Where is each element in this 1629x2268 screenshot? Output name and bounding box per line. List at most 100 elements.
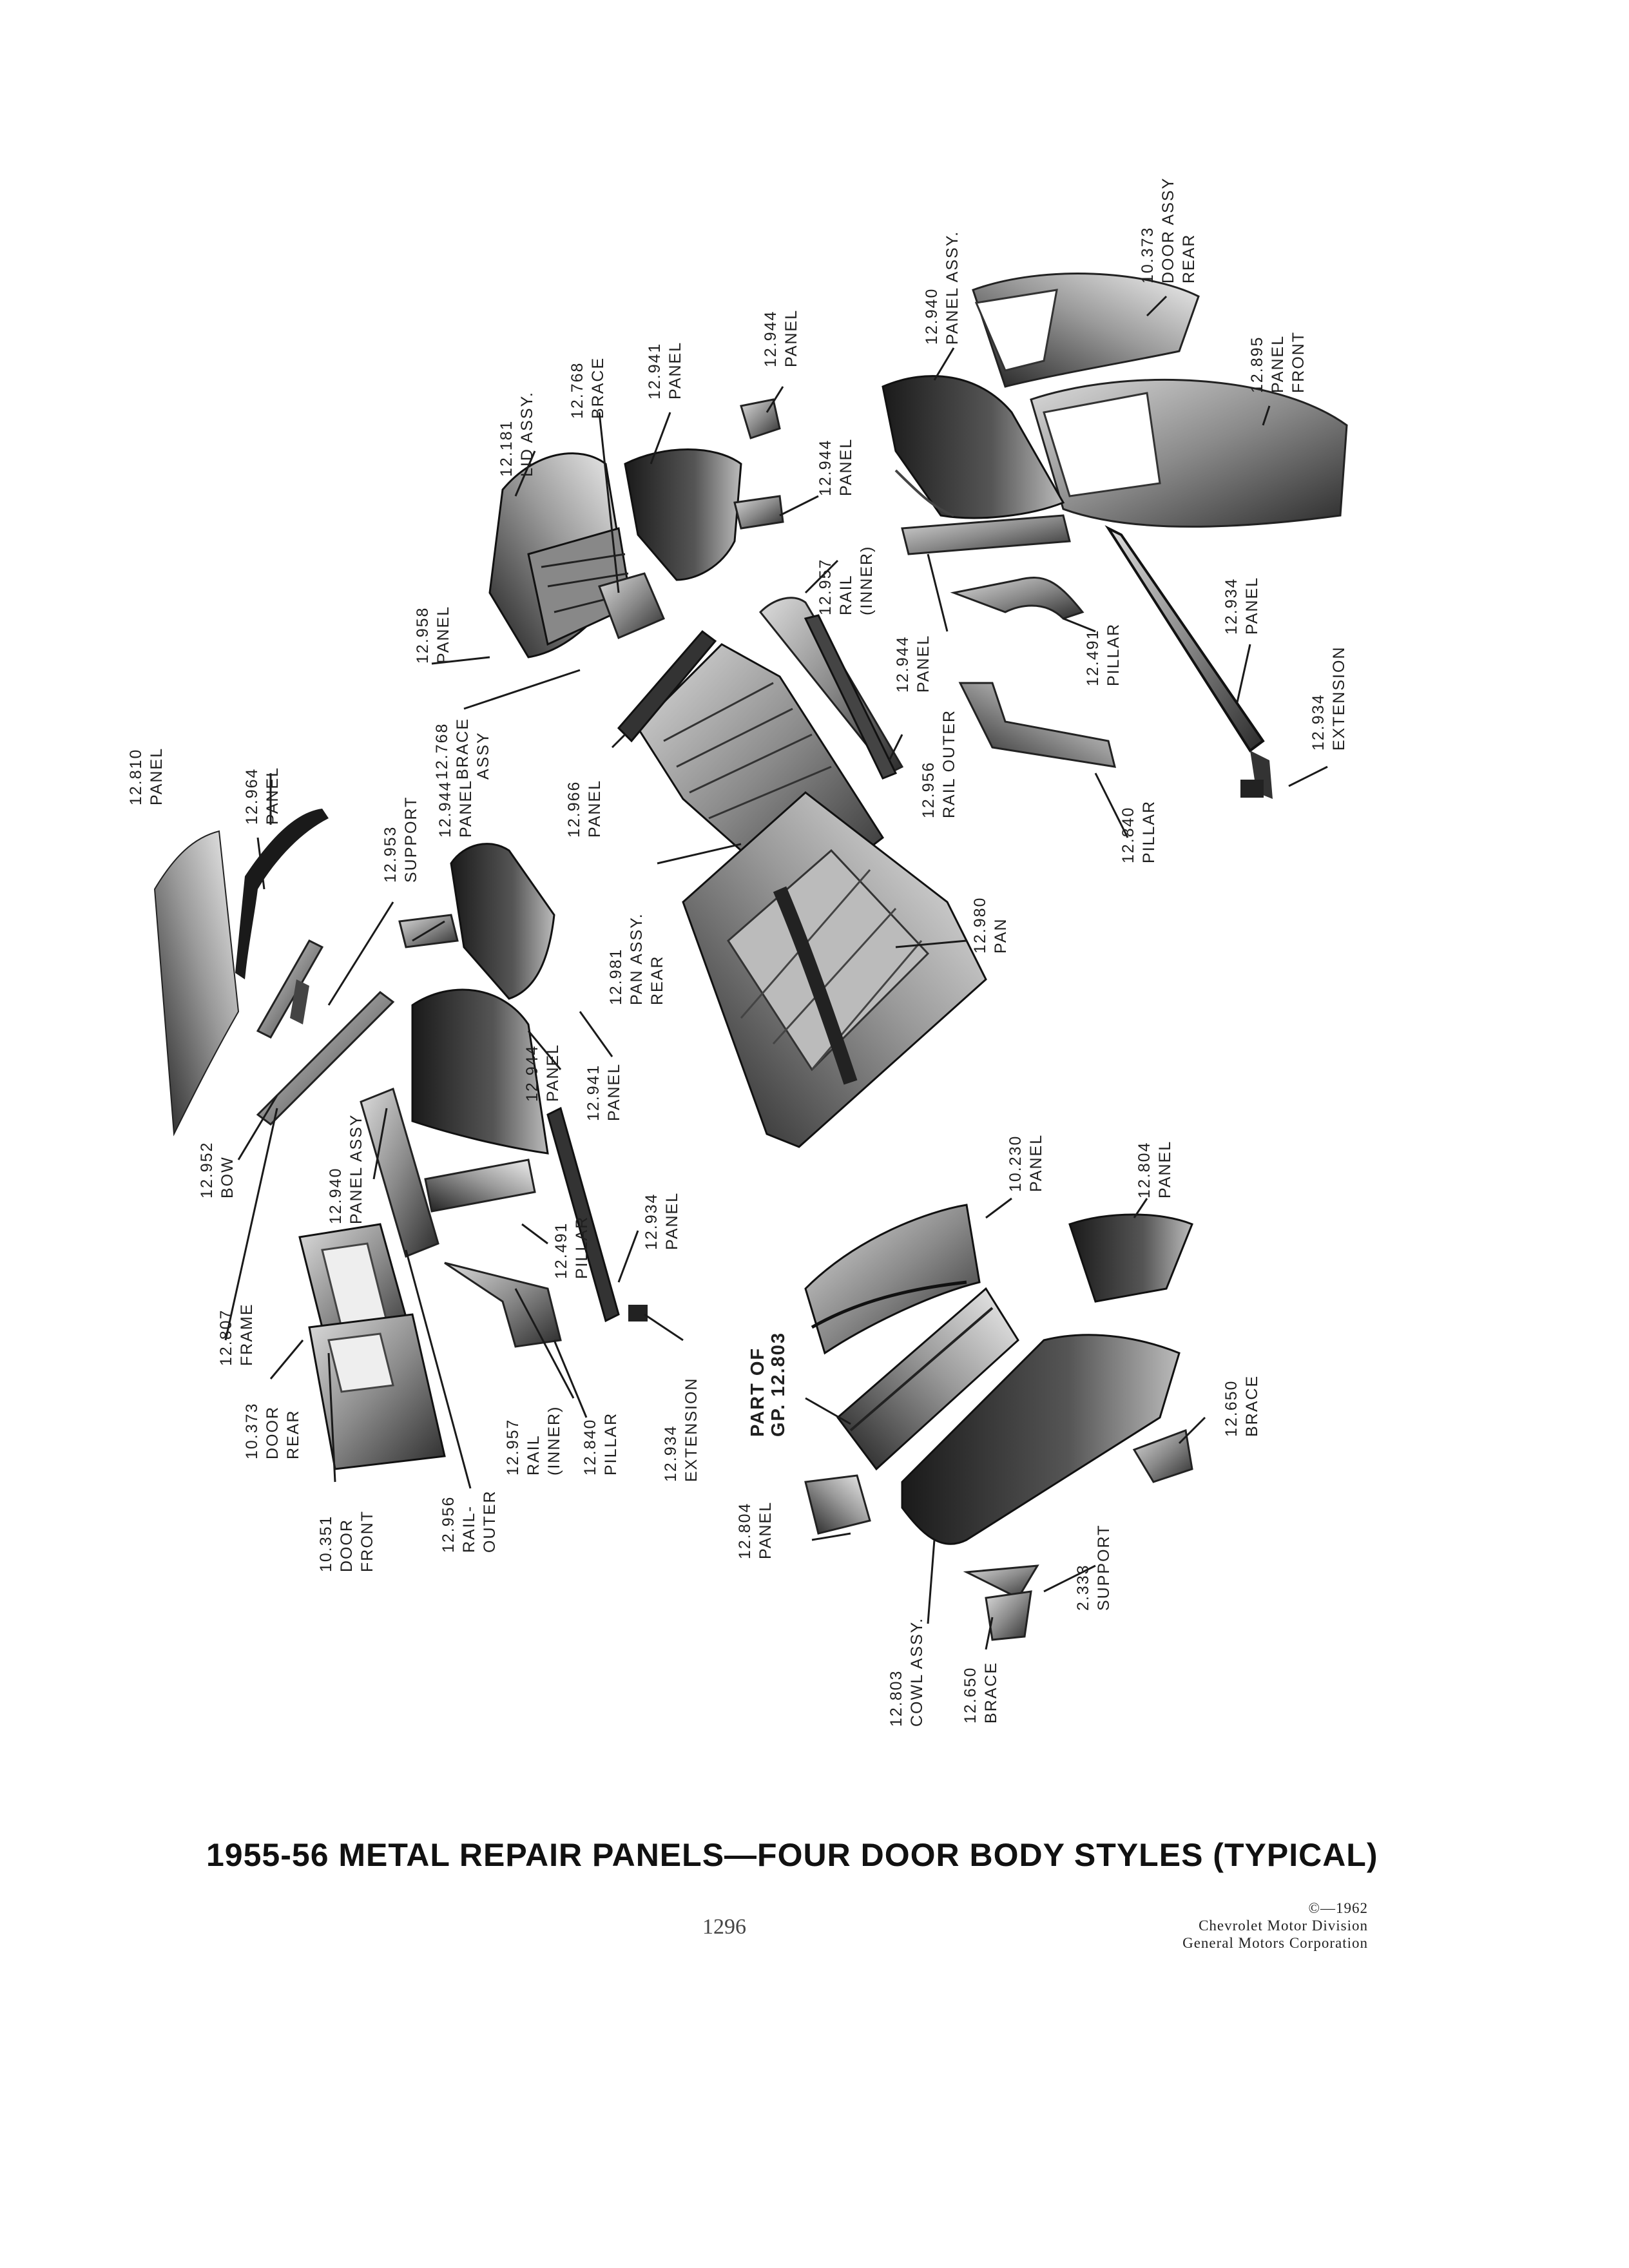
callout-number: 12.940 — [327, 1167, 345, 1224]
copyright-line: ©—1962 — [1308, 1900, 1368, 1916]
part-quarter-panel-left — [411, 988, 549, 1155]
callout-number: 12.807 — [217, 1309, 235, 1366]
callout-name: PANEL — [663, 1191, 681, 1250]
callout-bow-952: 12.952 BOW — [197, 1142, 238, 1198]
part-cowl-top — [804, 1204, 981, 1355]
callout-name: PILLAR — [573, 1215, 591, 1279]
part-brace-650-right — [1132, 1428, 1193, 1483]
callout-brace-top: 12.768 BRACE — [567, 357, 608, 419]
callout-pillar-840-low: 12.840 PILLAR — [580, 1412, 621, 1475]
callout-panel-941-low: 12.941 PANEL — [583, 1063, 624, 1121]
callout-panel-934-low: 12.934 PANEL — [641, 1192, 682, 1250]
callout-name-2: REAR — [284, 1409, 302, 1459]
part-pillar-low — [424, 1158, 562, 1348]
callout-number: 12.953 — [381, 825, 400, 883]
callout-extension-934-top: 12.934 EXTENSION — [1308, 646, 1349, 751]
callout-name: PANEL — [1156, 1140, 1174, 1198]
callout-door-assy-rear: 10.373 DOOR ASSY REAR — [1137, 177, 1199, 284]
callout-number: 12.966 — [565, 780, 583, 838]
callout-name: PANEL — [757, 1501, 775, 1559]
callout-number: 12.957 — [504, 1418, 522, 1475]
callout-name: RAIL OUTER — [940, 709, 958, 818]
part-panel-804-right — [1068, 1213, 1193, 1303]
callout-name-2: (INNER) — [858, 545, 876, 615]
callout-panel-assy-940-top: 12.940 PANEL ASSY. — [921, 231, 963, 345]
part-panel-934-low — [546, 1106, 648, 1323]
callout-name: EXTENSION — [682, 1377, 700, 1482]
callout-name: DOOR — [338, 1519, 356, 1572]
callout-number: 12.650 — [1222, 1379, 1240, 1437]
part-front-door-inner — [308, 1313, 446, 1470]
part-quarter-inner-top — [624, 448, 742, 581]
credit-line-1: Chevrolet Motor Division — [1199, 1917, 1368, 1934]
callout-panel-934-top: 12.934 PANEL — [1221, 577, 1262, 635]
callout-number: 12.940 — [923, 287, 941, 345]
callout-name: PILLAR — [1140, 800, 1158, 863]
callout-name: DOOR ASSY — [1159, 177, 1177, 284]
callout-number: 12.944 — [762, 310, 780, 367]
callout-number: 12.768 — [568, 361, 586, 419]
leader-lines — [224, 295, 1328, 1650]
callout-number: 12.958 — [414, 606, 432, 664]
part-extension-small-top — [1240, 780, 1264, 798]
page-number: 1296 — [702, 1915, 746, 1939]
callout-number: 10.373 — [243, 1402, 261, 1459]
callout-number: 12.895 — [1248, 336, 1266, 393]
part-trunk-lid — [488, 452, 633, 658]
callout-rail-outer-956-top: 12.956 RAIL OUTER — [918, 709, 959, 818]
callout-panel-230: 10.230 PANEL — [1005, 1134, 1046, 1192]
callout-lid-assy: 12.181 LID ASSY. — [496, 391, 537, 477]
callout-number: 12.964 — [243, 767, 261, 825]
part-small-bracket-top — [733, 398, 784, 530]
part-rail-outer-top — [804, 614, 898, 780]
callout-number: 2.333 — [1074, 1564, 1092, 1611]
callout-name: PAN — [992, 918, 1010, 954]
callout-number: 12.944 — [816, 439, 834, 496]
part-door-panel-assy-top — [882, 375, 1065, 519]
callout-number: PART OF — [747, 1347, 768, 1437]
callout-panel-810: 12.810 PANEL — [126, 747, 167, 805]
part-panel-804-left — [804, 1474, 871, 1535]
callout-number: 12.181 — [497, 419, 516, 477]
callout-name: BRACE — [982, 1661, 1000, 1724]
callout-pan-980: 12.980 PAN — [970, 897, 1011, 954]
callout-name: SUPPORT — [402, 796, 420, 883]
part-panel-966 — [617, 629, 717, 743]
callout-frame-807: 12.807 FRAME — [216, 1303, 257, 1367]
callout-number: 12.980 — [971, 896, 989, 954]
callout-name: LID ASSY. — [518, 391, 536, 477]
callout-pillar-491-top: 12.491 PILLAR — [1083, 623, 1124, 686]
part-door-panel-assy-low — [360, 1087, 439, 1258]
callout-name-2: FRONT — [1289, 331, 1307, 393]
part-extension-panel-right — [1104, 524, 1273, 799]
callout-brace-assy-768: 12.768 BRACE ASSY — [432, 718, 494, 780]
callout-panel-944-low: 12.944 PANEL — [522, 1044, 563, 1102]
callout-name: PANEL — [837, 437, 855, 496]
callout-name: PANEL — [1027, 1133, 1045, 1192]
callout-part-of-gp: PART OF GP. 12.803 — [747, 1332, 789, 1437]
callout-name: COWL ASSY. — [908, 1617, 926, 1727]
callout-name: PANEL — [586, 779, 604, 838]
callout-name: FRAME — [238, 1303, 256, 1367]
part-roof-panel — [153, 830, 240, 1137]
callout-name: RAIL- — [460, 1505, 478, 1553]
part-bow-952 — [256, 991, 395, 1126]
callout-number: 12.944 — [894, 635, 912, 693]
callout-number: 12.810 — [127, 748, 145, 805]
callout-rail-inner-957-low: 12.957 RAIL (INNER) — [503, 1406, 564, 1475]
callout-support-953: 12.953 SUPPORT — [380, 796, 421, 883]
callout-number: 12.491 — [1084, 629, 1102, 686]
callout-number: 12.803 — [887, 1669, 905, 1727]
callout-name: PANEL — [666, 341, 684, 399]
part-support-953 — [256, 939, 324, 1039]
callout-name-2: OUTER — [481, 1490, 499, 1553]
callout-number: 10.373 — [1139, 226, 1157, 284]
part-rail-assy-top — [901, 514, 1071, 555]
callout-name-2: (INNER) — [545, 1405, 563, 1475]
callout-panel-958: 12.958 PANEL — [412, 606, 454, 664]
callout-number: 12.804 — [1135, 1141, 1153, 1198]
callout-name: SUPPORT — [1095, 1524, 1113, 1611]
part-rear-door-outer-panel — [972, 273, 1200, 388]
callout-panel-941-top: 12.941 PANEL — [644, 341, 686, 399]
part-cowl-assy — [901, 1334, 1181, 1545]
